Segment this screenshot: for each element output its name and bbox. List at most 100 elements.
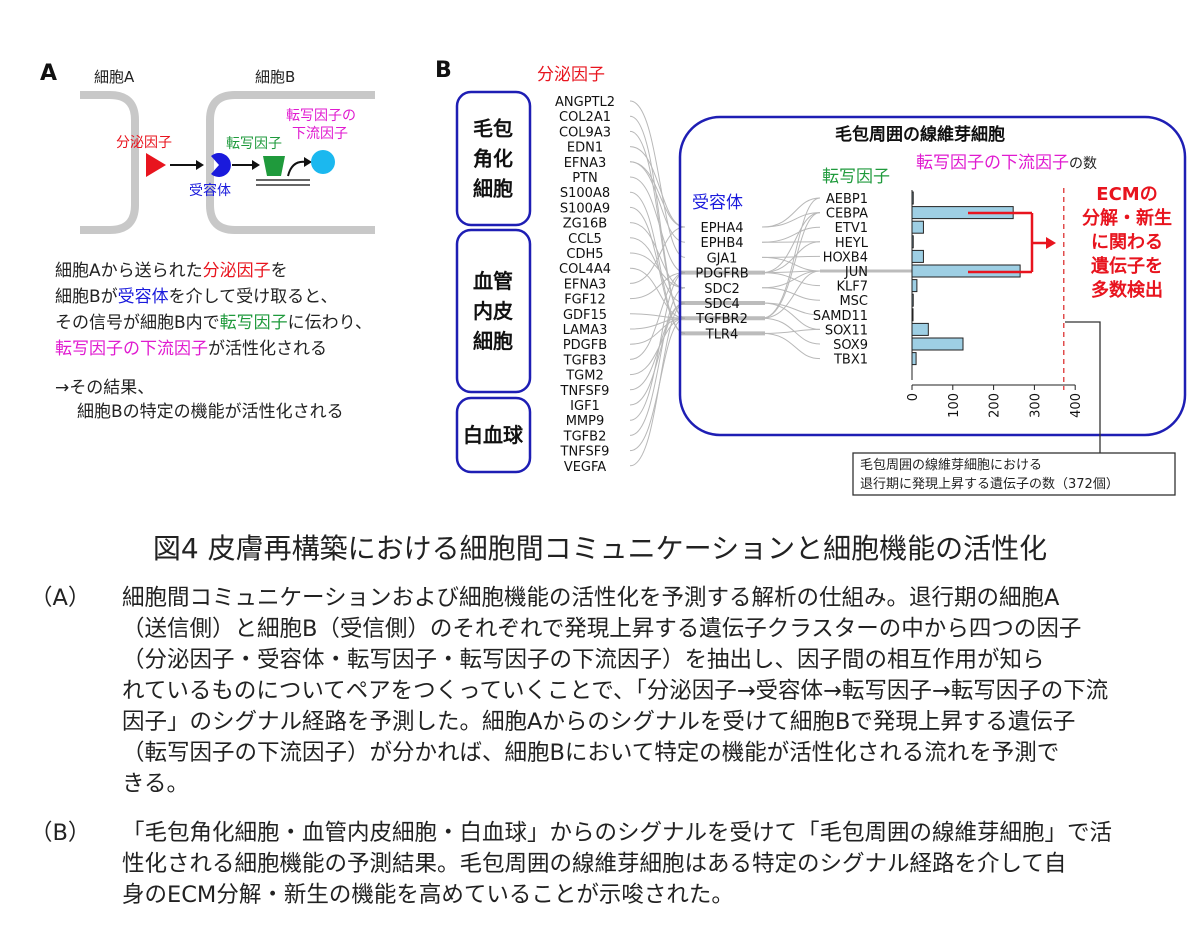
- bar-HEYL: [911, 235, 914, 249]
- receptor-tf-link: [761, 302, 821, 330]
- secreted-receptor-link: [629, 267, 686, 319]
- explanation-line: 細胞Aから送られた分泌因子を: [55, 261, 288, 281]
- receptor-tf-link: [761, 328, 821, 334]
- receptor-tf-link: [761, 270, 821, 319]
- tf-gene: ETV1: [835, 221, 868, 236]
- explanation-segment: 受容体: [118, 287, 169, 307]
- secreted-factor-gene: COL9A3: [559, 125, 611, 140]
- note-line-2: 退行期に発現上昇する遺伝子の数（372個）: [860, 477, 1119, 492]
- tf-gene: SOX9: [833, 338, 868, 353]
- sender-group-box: [455, 228, 532, 394]
- sender-group-label: 毛包: [473, 117, 513, 141]
- cell-a-label: 細胞A: [94, 68, 135, 86]
- caption-a-label: （A）: [30, 585, 91, 611]
- panel-a-label: A: [40, 61, 57, 86]
- secreted-factor-label: 分泌因子: [116, 135, 172, 151]
- result-line-1: →その結果、: [55, 378, 154, 398]
- secreted-factor-gene: LAMA3: [563, 323, 608, 338]
- caption-line: （転写因子の下流因子）が分かれば、細胞Bにおいて特定の機能が活性化される流れを予…: [122, 740, 1060, 766]
- secreted-factor-gene: GDF15: [563, 308, 607, 323]
- secreted-receptor-link: [629, 287, 686, 436]
- caption-a: （A） 細胞間コミュニケーションおよび細胞機能の活性化を予測する解析の仕組み。退…: [30, 583, 1180, 803]
- tf-gene: HEYL: [835, 236, 869, 251]
- receptor-pacman: [211, 153, 231, 177]
- secreted-factor-gene: EFNA3: [564, 277, 607, 292]
- secreted-factor-gene: EFNA3: [564, 156, 607, 171]
- tf-label: 転写因子: [226, 136, 282, 152]
- explanation-segment: に伝わり、: [288, 313, 372, 333]
- secreted-receptor-link: [629, 226, 686, 284]
- secreted-factor-header: 分泌因子: [537, 65, 605, 85]
- tf-gene: MSC: [839, 294, 868, 309]
- explanation-segment: が活性化される: [208, 339, 327, 359]
- secreted-factor-gene: TGFB2: [563, 429, 607, 444]
- secreted-factor-list: ANGPTL2COL2A1COL9A3EDN1EFNA3PTNS100A8S10…: [555, 95, 615, 475]
- receptor-gene: SDC4: [704, 297, 740, 312]
- bar-TBX1: [911, 352, 917, 366]
- tf-gene: KLF7: [836, 280, 868, 295]
- ecm-bracket-arrow-head: [1046, 237, 1056, 249]
- tf-header: 転写因子: [822, 167, 890, 187]
- sender-group-label: 白血球: [463, 423, 524, 447]
- downstream-header: 転写因子の下流因子の数: [916, 153, 1097, 173]
- secreted-factor-gene: COL2A1: [559, 110, 611, 125]
- note-line-1: 毛包周囲の線維芽細胞における: [860, 457, 1042, 473]
- secreted-receptor-link: [629, 161, 686, 243]
- fibroblast-box: [678, 115, 1187, 437]
- receptor-label: 受容体: [189, 182, 231, 199]
- caption-a-text: 細胞間コミュニケーションおよび細胞機能の活性化を予測する解析の仕組み。退行期の細…: [122, 583, 1180, 800]
- sender-group-label: 内皮: [473, 299, 513, 323]
- caption-b-label: （B）: [30, 820, 91, 846]
- receptor-tf-link: [761, 212, 821, 274]
- tf-gene: AEBP1: [826, 192, 868, 207]
- downstream-factor-circle: [311, 150, 335, 174]
- secreted-receptor-link: [629, 100, 686, 258]
- secreted-receptor-link: [629, 146, 686, 228]
- tf-gene: SOX11: [825, 323, 868, 338]
- secreted-receptor-link: [629, 302, 686, 467]
- receptor-tf-link: [761, 332, 821, 360]
- signal-flow-lines: [629, 100, 912, 467]
- tf-gene: CEBPA: [826, 207, 868, 222]
- receptor-tf-link: [761, 317, 821, 345]
- activation-arrow-head: [304, 157, 312, 167]
- secreted-receptor-link: [629, 206, 686, 334]
- secreted-factor-gene: TGM2: [565, 369, 604, 384]
- secreted-factor-gene: IGF1: [570, 399, 600, 414]
- sender-group-label: 細胞: [473, 177, 513, 201]
- panel-a-explanation: 細胞Aから送られた分泌因子を細胞Bが受容体を介して受け取ると、その信号が細胞B内…: [55, 261, 372, 359]
- fibroblast-box-title: 毛包周囲の線維芽細胞: [835, 124, 1005, 145]
- secreted-factor-gene: CDH5: [566, 247, 603, 262]
- explanation-segment: 細胞Bが: [55, 287, 118, 307]
- panel-a: A 細胞A 細胞B 分泌因子 受容体 転写因子 転写因子の 下流因子 細胞Aから…: [40, 61, 375, 422]
- figure-caption-title: 図4 皮膚再構築における細胞間コミュニケーションと細胞機能の活性化: [152, 532, 1048, 565]
- receptor-gene: TGFBR2: [695, 312, 748, 327]
- bar-SOX11: [911, 322, 929, 336]
- figure-4: A 細胞A 細胞B 分泌因子 受容体 転写因子 転写因子の 下流因子 細胞Aから…: [0, 0, 1187, 496]
- secreted-factor-gene: PTN: [572, 171, 598, 186]
- secreted-receptor-link: [629, 176, 686, 274]
- caption-line: きる。: [122, 771, 190, 797]
- x-tick-label: 400: [1069, 393, 1084, 418]
- downstream-label-2: 下流因子: [292, 126, 348, 142]
- receptor-tf-link: [761, 241, 821, 274]
- explanation-segment: 転写因子: [220, 313, 288, 333]
- receptor-tf-link: [761, 197, 821, 319]
- x-tick-label: 300: [1028, 393, 1043, 418]
- sender-group-label: 血管: [473, 269, 513, 293]
- x-tick-label: 200: [988, 393, 1003, 418]
- secreted-receptor-link: [629, 272, 686, 360]
- ecm-line: に関わる: [1091, 232, 1163, 253]
- explanation-segment: 細胞Aから送られた: [55, 261, 203, 281]
- receptor-gene: PDGFRB: [695, 267, 748, 282]
- secreted-factor-gene: MMP9: [566, 414, 605, 429]
- explanation-segment: 転写因子の下流因子: [55, 339, 208, 359]
- sender-group-label: 角化: [473, 147, 513, 171]
- receptor-gene: EPHB4: [700, 236, 743, 251]
- secreted-factor-gene: ANGPTL2: [555, 95, 615, 110]
- secreted-factor-gene: S100A8: [560, 186, 610, 201]
- sender-group-label: 細胞: [473, 329, 513, 353]
